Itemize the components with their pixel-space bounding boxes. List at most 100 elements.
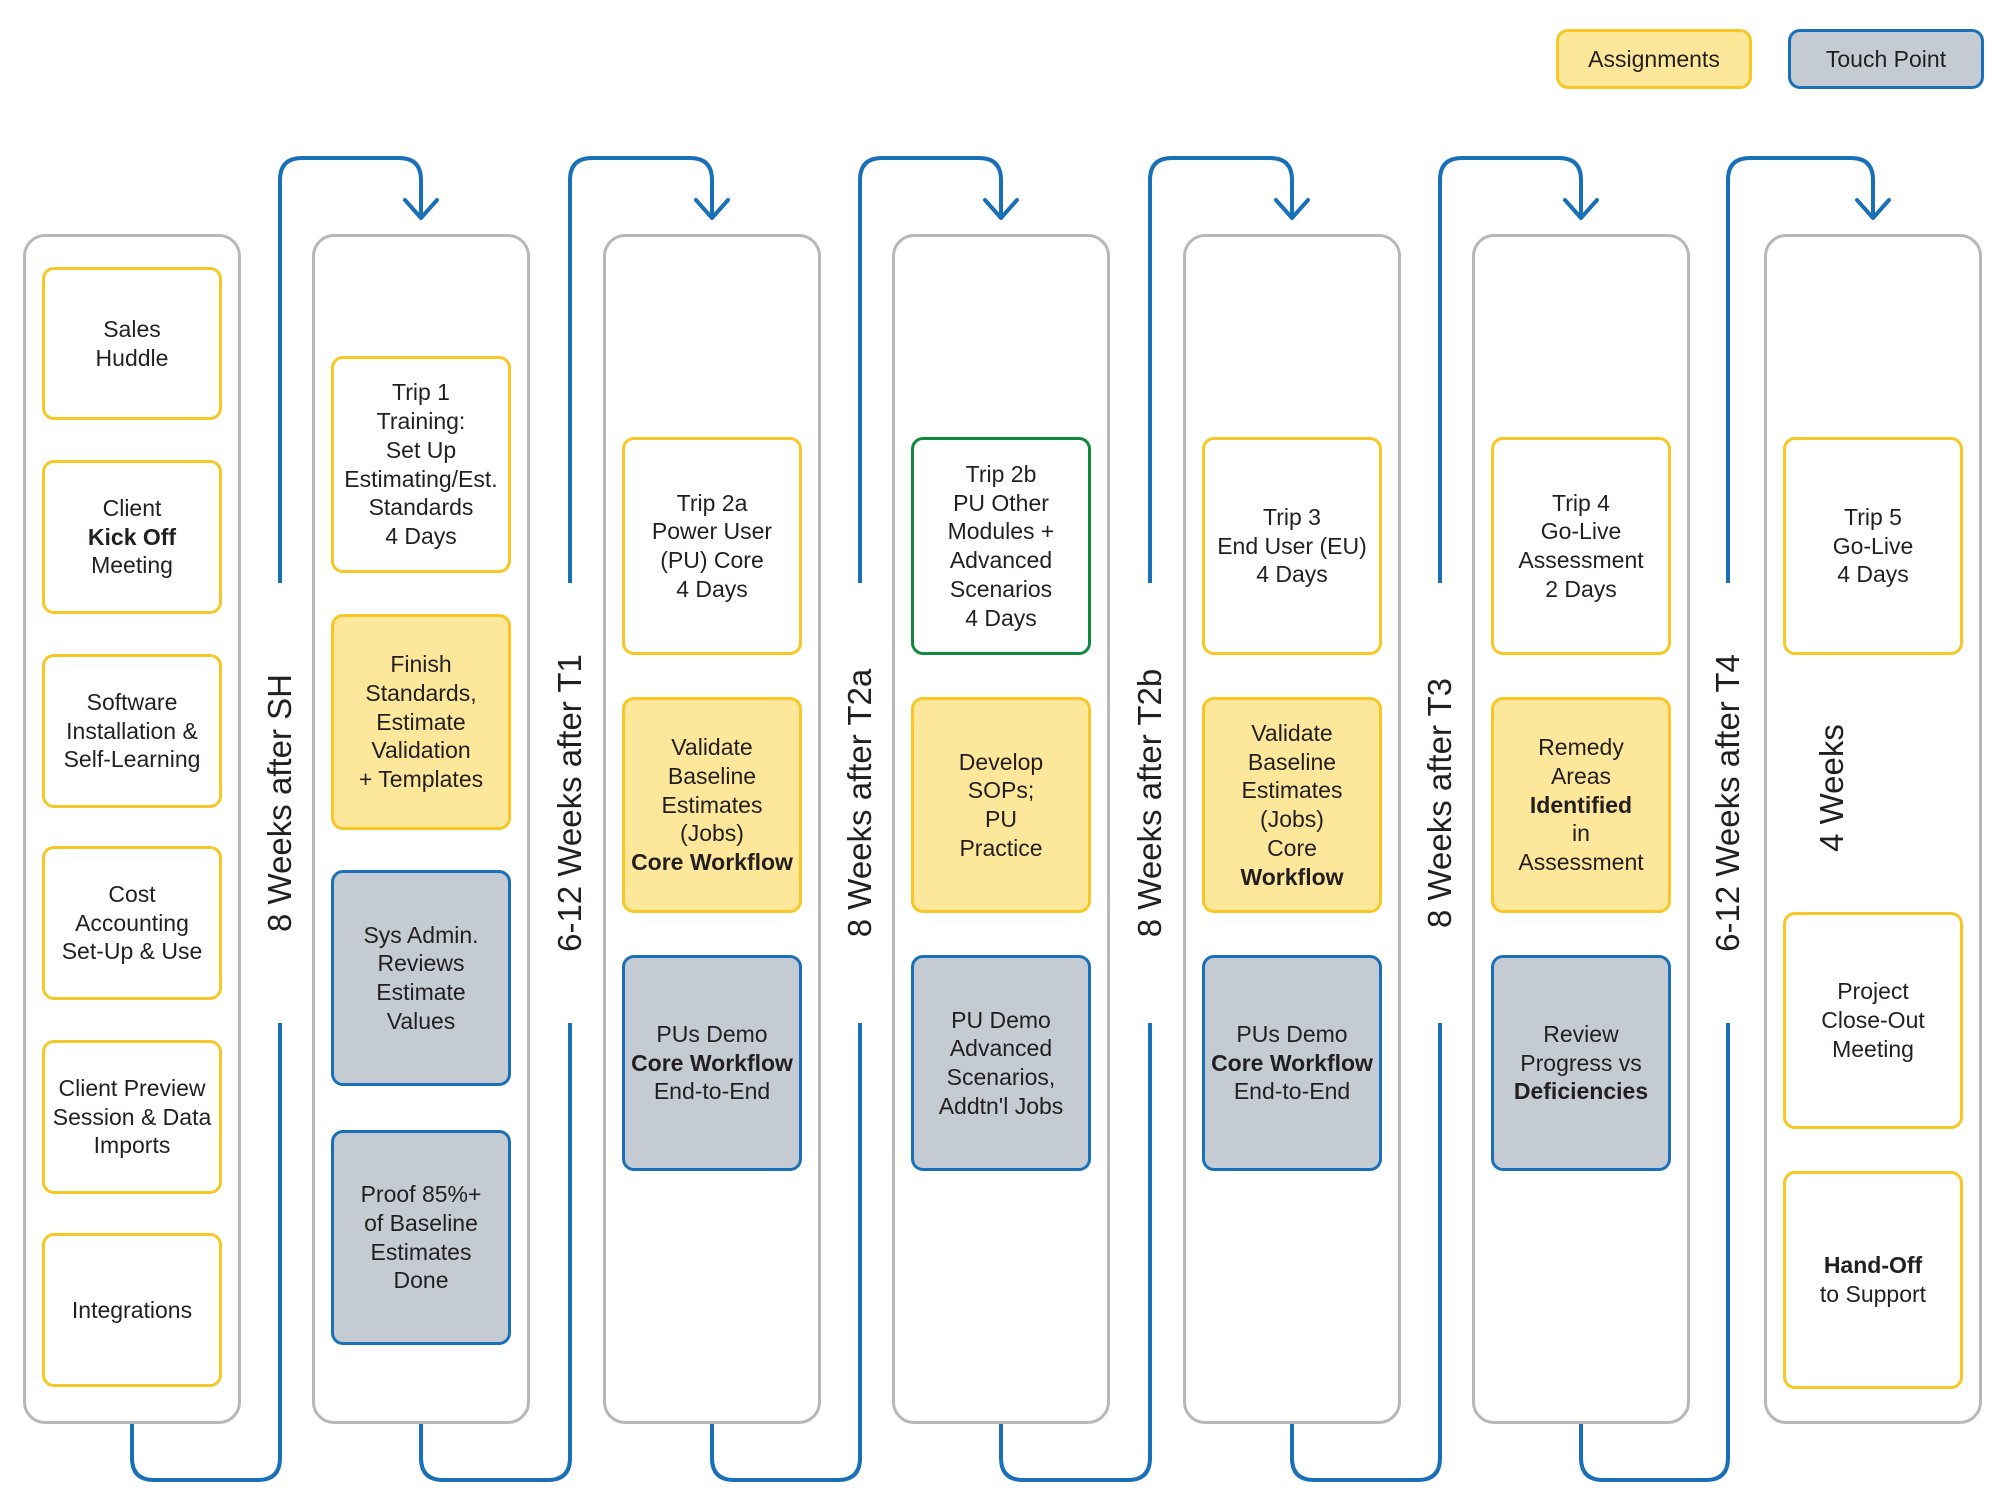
step-box: Integrations (42, 1233, 222, 1387)
box-text-line: Hand-Off (1823, 1252, 1923, 1279)
box-text-line: (Jobs) (680, 820, 744, 847)
box-text-line: SOPs; (967, 777, 1035, 804)
box-text-line: Advanced (949, 547, 1053, 573)
arrow-down-icon (983, 198, 1019, 220)
box-text-line: 4 Days (676, 575, 748, 602)
box-text-line: of Baseline (364, 1209, 478, 1236)
box-text-line: Trip 3 (1263, 503, 1321, 530)
box-text-line: + Templates (358, 766, 484, 793)
legend-touch-point-label: Touch Point (1825, 45, 1947, 72)
box-text-line: Scenarios (949, 575, 1053, 602)
box-text-line: Identified (1529, 791, 1633, 818)
box-text-line: Areas (1550, 762, 1612, 789)
box-text-line: End-to-End (1233, 1078, 1351, 1105)
box-text-line: Set Up (385, 436, 457, 463)
box-text-line: Meeting (91, 552, 173, 579)
box-text-line: Baseline (1247, 748, 1337, 775)
box-text-line: PUs Demo (656, 1020, 768, 1047)
box-text-line: Cost (108, 880, 156, 907)
arrow-down-icon (1855, 198, 1891, 220)
box-text-line: Sys Admin. (363, 921, 479, 948)
box-text-line: Advanced (949, 1035, 1053, 1062)
box-text-line: Trip 4 (1552, 489, 1610, 516)
box-text-line: Integrations (71, 1296, 193, 1323)
box-text-line: Validate (1251, 719, 1333, 746)
box-text-line: End-to-End (653, 1078, 771, 1105)
box-text-line: Training: (376, 408, 466, 434)
box-text-line: Develop (958, 748, 1044, 775)
box-text-line: Power User (651, 518, 773, 545)
box-text-line: Trip 2b (965, 460, 1037, 487)
box-text-line: Assessment (1518, 547, 1644, 573)
box-text-line: Trip 2a (676, 489, 748, 516)
box-text-line: Progress vs (1520, 1049, 1642, 1076)
box-text-line: Estimate (376, 979, 466, 1005)
box-text-line: Estimates (370, 1238, 472, 1265)
box-text-line: Sales (103, 315, 161, 342)
box-text-line: Workflow (1240, 863, 1344, 890)
box-text-line: Standards (368, 494, 474, 521)
interval-label: 6-12 Weeks after T1 (550, 583, 590, 1023)
box-text-line: Done (393, 1267, 449, 1294)
box-text-line: Trip 5 (1844, 503, 1902, 530)
box-text-line: Modules + (947, 518, 1055, 545)
box-text-line: Accounting (75, 909, 189, 936)
box-text-line: Core Workflow (631, 1049, 793, 1076)
box-text-line: Estimate (376, 708, 466, 735)
box-text-line: (Jobs) (1260, 806, 1324, 832)
box-text-line: Set-Up & Use (61, 938, 203, 965)
box-text-line: Proof 85%+ (360, 1181, 482, 1207)
box-text-line: Standards, (365, 679, 477, 706)
legend-touch-point: Touch Point (1788, 29, 1984, 89)
box-text-line: 4 Days (385, 523, 457, 549)
arrow-down-icon (1274, 198, 1310, 220)
four-weeks-label: 4 Weeks (1812, 718, 1852, 858)
box-text-line: Reviews (377, 950, 465, 977)
box-text-line: Meeting (1832, 1035, 1914, 1062)
legend-assignments: Assignments (1556, 29, 1752, 89)
arrow-down-icon (1563, 198, 1599, 220)
box-text-line: Client Preview (58, 1074, 206, 1101)
phase-column (23, 234, 241, 1424)
box-text-line: Baseline (667, 762, 757, 789)
box-text-line: Assessment (1518, 849, 1644, 876)
arrow-down-icon (403, 198, 439, 220)
box-text-line: Self-Learning (63, 746, 201, 773)
box-text-line: Huddle (95, 344, 169, 371)
box-text-line: Core Workflow (1211, 1049, 1373, 1076)
box-text-line: Installation & (66, 717, 198, 744)
box-text-line: Go-Live (1832, 532, 1914, 559)
box-text-line: Estimates (661, 791, 763, 818)
interval-label: 8 Weeks after T2a (840, 583, 880, 1023)
box-text-line: Session & Data (52, 1103, 212, 1130)
box-text-line: PU Other (953, 489, 1049, 516)
box-text-line: Core (1267, 834, 1317, 861)
box-text-line: Validation (371, 737, 471, 764)
box-text-line: Software (86, 688, 178, 715)
box-text-line: Trip 1 (392, 379, 450, 406)
legend-assignments-label: Assignments (1588, 45, 1720, 72)
box-text-line: Close-Out (1821, 1007, 1925, 1034)
box-text-line: Scenarios, (946, 1064, 1056, 1090)
box-text-line: 4 Days (965, 604, 1037, 631)
box-text-line: PUs Demo (1236, 1020, 1348, 1047)
box-text-line: 4 Days (1256, 561, 1328, 588)
